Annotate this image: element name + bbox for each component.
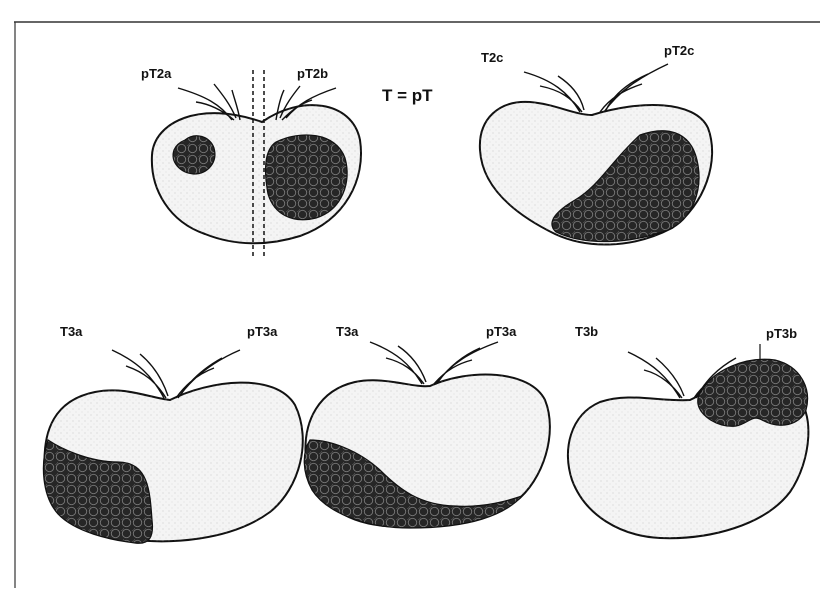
panel-label-left: pT2a <box>141 66 172 81</box>
panel-t2c: T2c pT2c <box>480 43 712 245</box>
panel-label-left: T2c <box>481 50 503 65</box>
tumor-region <box>698 359 808 426</box>
panel-label-left: T3b <box>575 324 598 339</box>
panel-label-right: pT3a <box>486 324 517 339</box>
panel-label-right: pT2c <box>664 43 694 58</box>
panel-t3b: T3b pT3b <box>568 324 808 538</box>
panel-label-left: T3a <box>60 324 83 339</box>
equation-label: T = pT <box>382 86 433 105</box>
panel-label-left: T3a <box>336 324 359 339</box>
vessel <box>370 342 426 384</box>
tumor-large <box>266 135 348 220</box>
panel-label-right: pT2b <box>297 66 328 81</box>
panel-label-right: pT3b <box>766 326 797 341</box>
panel-t3a-1: T3a pT3a <box>43 324 302 543</box>
panel-label-right: pT3a <box>247 324 278 339</box>
vessel <box>628 352 684 398</box>
panel-t3a-2: T3a pT3a <box>304 324 550 528</box>
panel-t2a-t2b: pT2a pT2b <box>141 66 361 258</box>
